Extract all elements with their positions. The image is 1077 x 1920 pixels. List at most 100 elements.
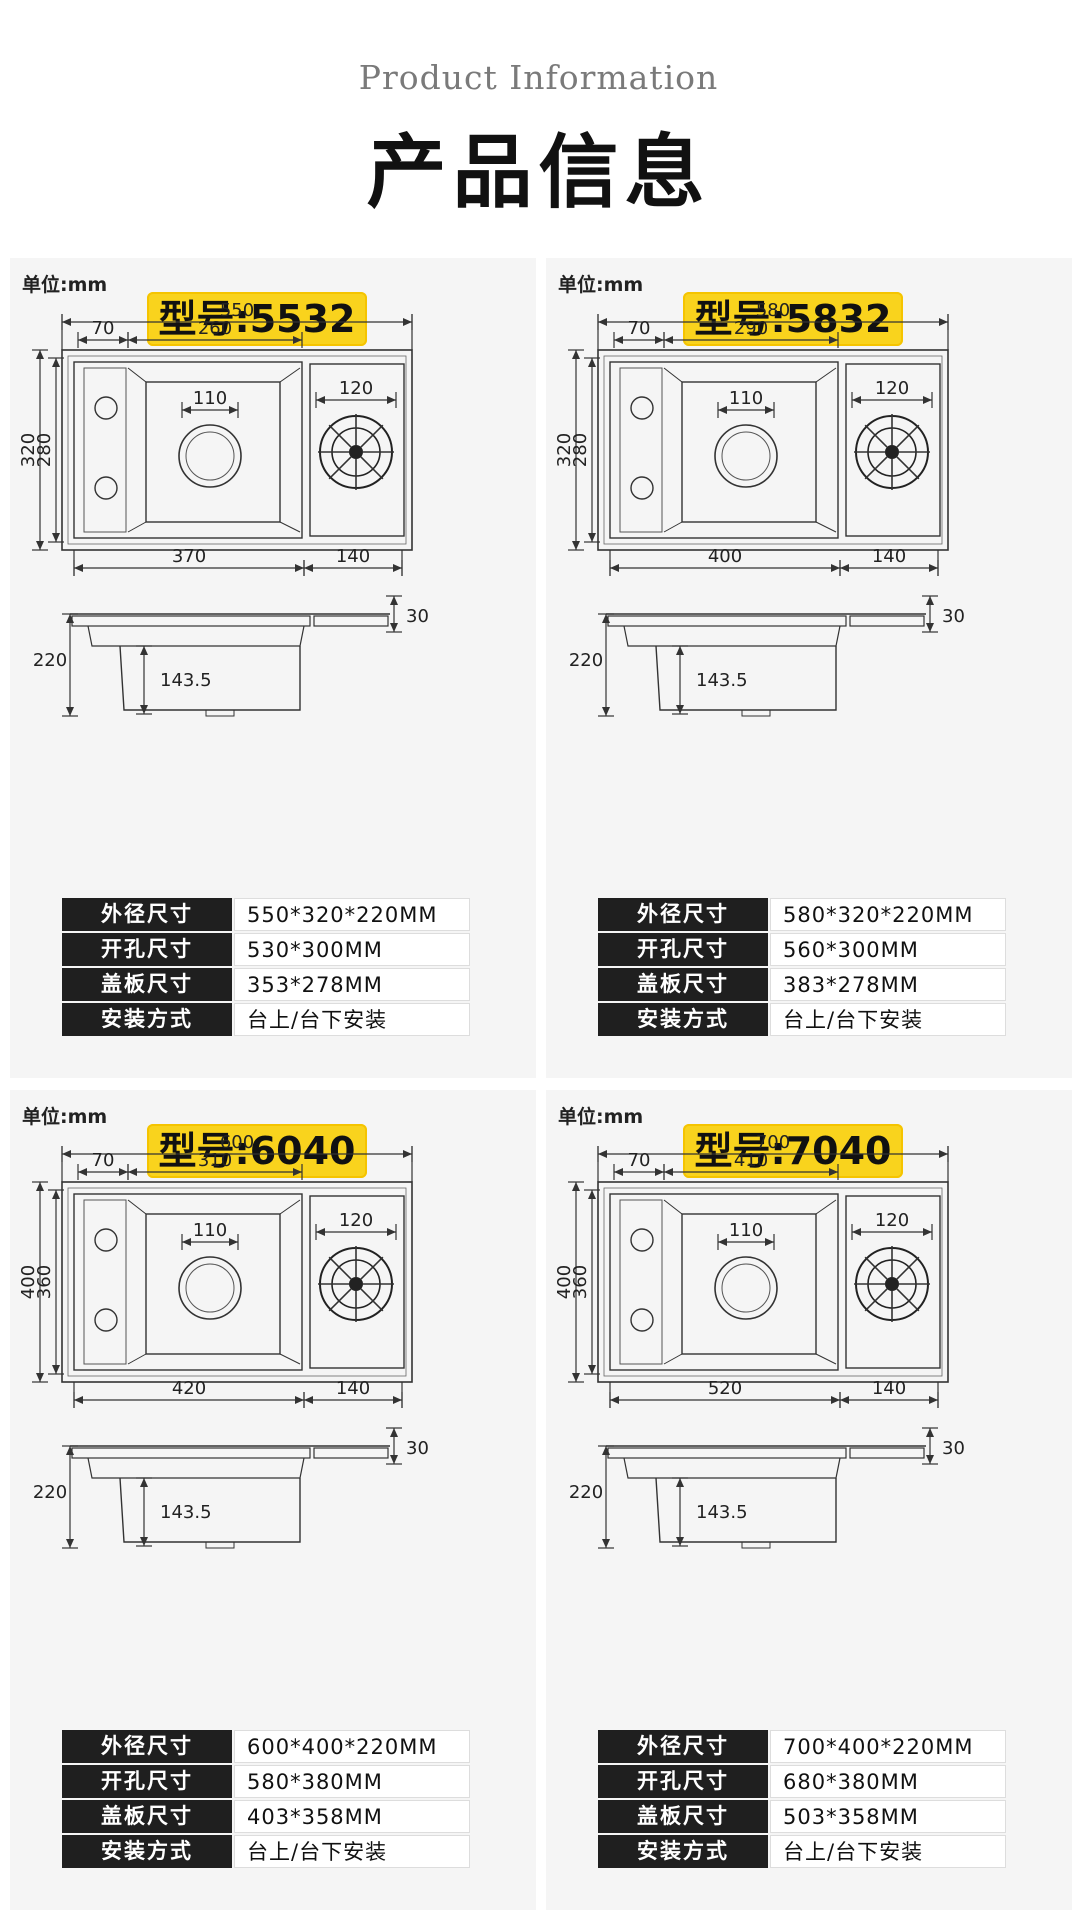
faucet-hole xyxy=(94,1308,118,1332)
unit-label: 单位:mm xyxy=(558,1106,644,1128)
sink-rim xyxy=(603,355,943,545)
page-header: Product Information 产品信息 xyxy=(0,0,1077,250)
inner-height-dim-arrow xyxy=(52,1365,60,1374)
side-basin-dim-arrow xyxy=(304,1396,313,1404)
profile-rim xyxy=(607,1447,847,1459)
rinser-spoke xyxy=(328,1256,352,1280)
faucet-hole xyxy=(630,396,654,420)
offset-dim-arrow xyxy=(655,336,664,344)
bevel-line xyxy=(663,1353,683,1365)
rinser-center xyxy=(885,445,899,459)
rinser-spoke xyxy=(896,1256,920,1280)
header-subtitle: Product Information xyxy=(358,58,719,97)
spec-key: 开孔尺寸 xyxy=(62,1765,232,1798)
spec-key: 安装方式 xyxy=(598,1835,768,1868)
inner-height-dim-label: 360 xyxy=(34,1265,55,1299)
unit-label: 单位:mm xyxy=(22,1106,108,1128)
basin-width-dim-arrow xyxy=(128,336,137,344)
model-badge: 型号:5532 xyxy=(147,292,367,346)
drain-circle xyxy=(714,1256,778,1320)
main-width-dim-arrow xyxy=(610,564,619,572)
total-width-dim-label: 600 xyxy=(220,1132,254,1153)
offset-dim-label: 70 xyxy=(628,318,651,339)
drainer-dim-arrow xyxy=(852,1228,861,1236)
total-width-dim-label: 700 xyxy=(756,1132,790,1153)
total-height-dim-arrow xyxy=(66,707,74,716)
bevel-line xyxy=(663,521,683,533)
rinser-spoke xyxy=(864,1256,888,1280)
bevel-line xyxy=(815,1353,837,1365)
bowl-depth-dim-arrow xyxy=(140,705,148,714)
main-width-dim-arrow xyxy=(610,1396,619,1404)
drain-circle xyxy=(178,1256,242,1320)
basin-width-dim-label: 290 xyxy=(734,318,768,339)
top-edge-dim-arrow xyxy=(926,1455,934,1464)
profile-rim xyxy=(71,615,311,627)
offset-dim-label: 70 xyxy=(92,1150,115,1171)
faucet-hole xyxy=(630,1308,654,1332)
total-height-label: 220 xyxy=(569,1482,603,1503)
sink-outline xyxy=(597,1181,949,1383)
rinser-spoke xyxy=(328,1288,352,1312)
drainer-dim-label: 120 xyxy=(339,378,373,399)
header-title: 产品信息 xyxy=(366,126,711,219)
total-width-dim-arrow xyxy=(598,318,607,326)
drain-inner xyxy=(185,431,235,481)
inner-height-dim-label: 280 xyxy=(570,433,591,467)
profile-rim xyxy=(71,1447,311,1459)
cover-panel xyxy=(83,1199,127,1365)
side-basin-dim-label: 140 xyxy=(336,546,370,567)
bowl-depth-dim-arrow xyxy=(140,1478,148,1487)
offset-dim-arrow xyxy=(614,1168,623,1176)
profile-drain xyxy=(741,1541,771,1549)
spec-row: 安装方式台上/台下安装 xyxy=(62,1835,470,1868)
drain-inner xyxy=(721,431,771,481)
inner-height-dim-arrow xyxy=(588,533,596,542)
top-edge-label: 30 xyxy=(406,606,429,627)
drain-dim-label: 110 xyxy=(729,1220,763,1241)
outer-height-dim-arrow xyxy=(36,1373,44,1382)
bevel-line xyxy=(663,1199,683,1215)
drain-dim-arrow xyxy=(182,1238,191,1246)
profile-drainer xyxy=(849,1447,925,1459)
profile-shelf xyxy=(623,625,841,647)
drainer-dim-arrow xyxy=(316,1228,325,1236)
spec-key: 盖板尺寸 xyxy=(598,1800,768,1833)
side-basin-dim-arrow xyxy=(929,564,938,572)
side-basin xyxy=(309,363,405,537)
total-height-dim-arrow xyxy=(66,614,74,623)
rinser-spoke xyxy=(360,1256,384,1280)
spec-row: 安装方式台上/台下安装 xyxy=(62,1003,470,1036)
side-basin-dim-arrow xyxy=(304,564,313,572)
bevel-line xyxy=(815,521,837,533)
spec-key: 开孔尺寸 xyxy=(598,933,768,966)
top-edge-dim-arrow xyxy=(390,1455,398,1464)
bevel-line xyxy=(279,1353,301,1365)
drain-circle xyxy=(714,424,778,488)
basin-bowl xyxy=(681,381,817,523)
drain-dim-label: 110 xyxy=(193,388,227,409)
top-edge-label: 30 xyxy=(942,606,965,627)
unit-label: 单位:mm xyxy=(558,274,644,296)
outer-height-dim-arrow xyxy=(572,1373,580,1382)
spec-value: 台上/台下安装 xyxy=(770,1003,1006,1036)
spec-value: 台上/台下安装 xyxy=(770,1835,1006,1868)
bowl-depth-dim-arrow xyxy=(676,646,684,655)
unit-label: 单位:mm xyxy=(22,274,108,296)
drain-dim-label: 110 xyxy=(729,388,763,409)
spec-key: 安装方式 xyxy=(62,1003,232,1036)
drainer-dim-label: 120 xyxy=(875,378,909,399)
main-width-dim-arrow xyxy=(295,1396,304,1404)
main-basin xyxy=(73,1193,303,1371)
bevel-line xyxy=(127,1353,147,1365)
rinser-center xyxy=(885,1277,899,1291)
main-width-dim-label: 400 xyxy=(708,546,742,567)
side-basin xyxy=(309,1195,405,1369)
